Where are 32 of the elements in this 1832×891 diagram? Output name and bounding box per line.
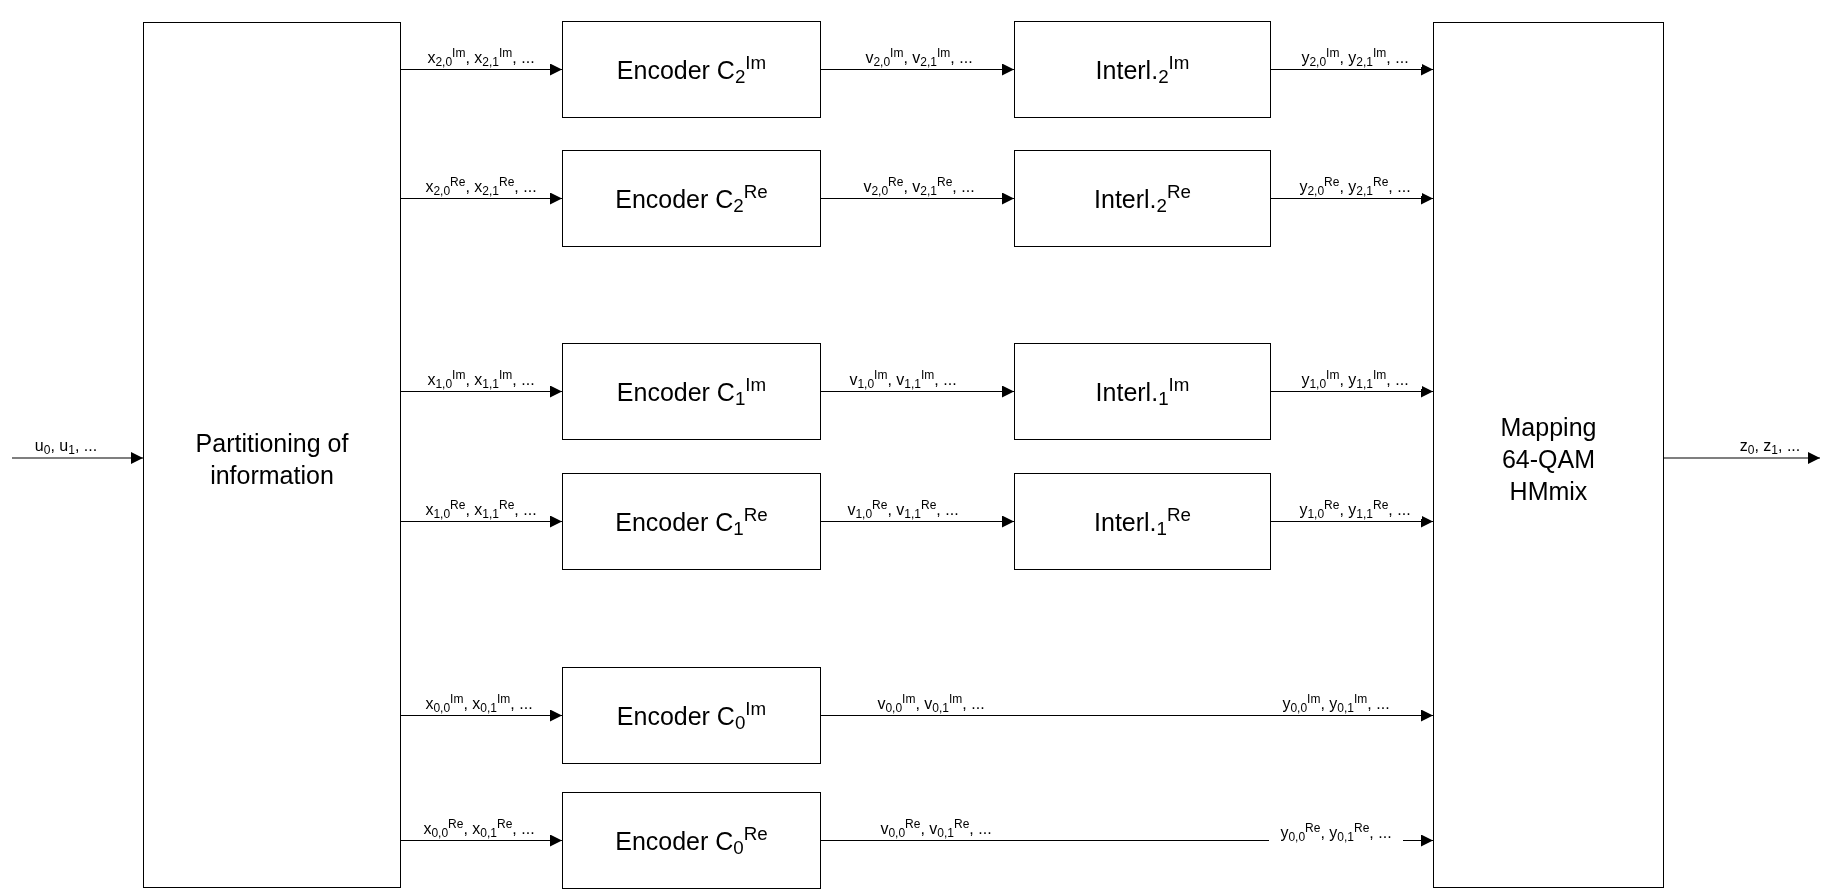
arrow — [820, 385, 1015, 398]
arrow — [400, 63, 563, 76]
encoder-block — [562, 21, 821, 118]
signal-label: y$_{0,0}$$^{Re}$, y$_{0,1}$$^{Re}$, ... — [1269, 823, 1403, 842]
encoder-block — [562, 473, 821, 570]
arrow — [1663, 452, 1821, 464]
arrow — [400, 515, 563, 528]
arrow — [1270, 515, 1434, 528]
arrow — [820, 192, 1015, 205]
arrow — [1270, 385, 1434, 398]
interleaver-block — [1014, 343, 1271, 440]
encoder-block — [562, 343, 821, 440]
arrow — [400, 385, 563, 398]
arrow — [400, 834, 563, 847]
interleaver-block — [1014, 21, 1271, 118]
block-label: Mapping 64-QAM HMmix — [1499, 412, 1598, 507]
arrow — [820, 515, 1015, 528]
block-label: Partitioning of information — [194, 428, 350, 491]
interleaver-block — [1014, 150, 1271, 247]
mapping-block — [1433, 22, 1664, 888]
encoder-block — [562, 150, 821, 247]
arrow — [820, 709, 1434, 722]
arrow — [1270, 63, 1434, 76]
arrow — [400, 192, 563, 205]
process-block — [143, 22, 401, 888]
arrow — [11, 452, 144, 464]
arrow — [400, 709, 563, 722]
encoder-block — [562, 792, 821, 889]
arrow — [820, 63, 1015, 76]
interleaver-block — [1014, 473, 1271, 570]
encoder-block — [562, 667, 821, 764]
arrow — [1270, 192, 1434, 205]
